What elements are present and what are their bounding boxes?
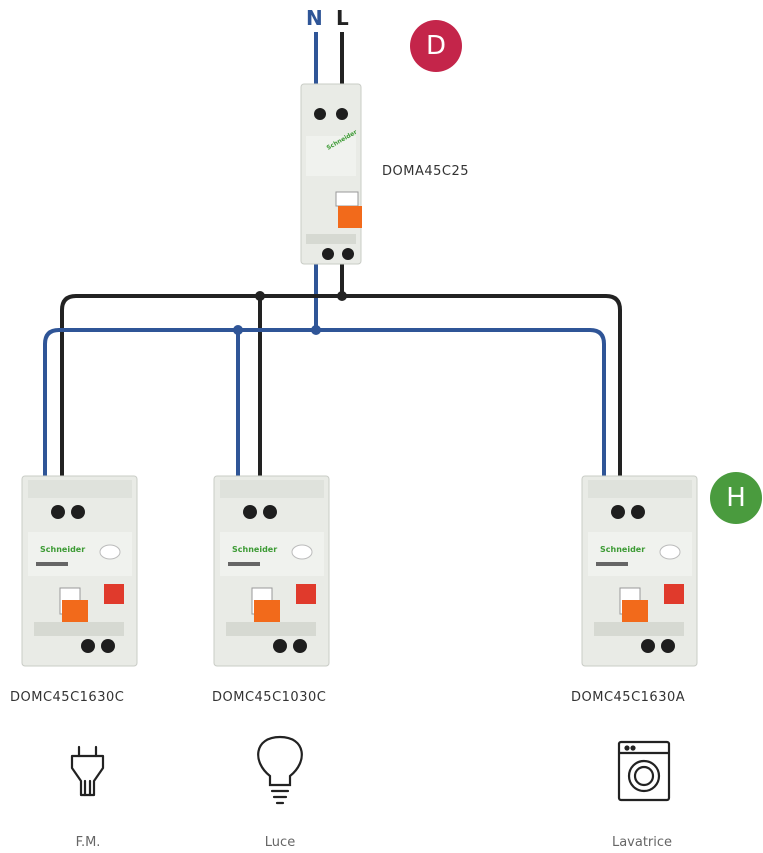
- main-breaker-model: DOMA45C25: [382, 164, 470, 179]
- power-plug-icon: [70, 745, 105, 797]
- breaker-model-2: DOMC45C1030C: [212, 690, 327, 705]
- neutral-junction: [311, 325, 321, 335]
- rcbo-device-2: [213, 475, 330, 667]
- light-bulb-icon: [257, 735, 303, 805]
- badge-h-letter: H: [726, 483, 746, 513]
- line-bus: [60, 294, 622, 490]
- badge-h: H: [710, 472, 762, 524]
- neutral-junction: [233, 325, 243, 335]
- line-label: L: [336, 6, 349, 30]
- rcbo-device-3: [581, 475, 698, 667]
- breaker-model-3: DOMC45C1630A: [571, 690, 686, 705]
- caption-fm: F.M.: [75, 835, 101, 850]
- line-junction: [337, 291, 347, 301]
- line-junction: [255, 291, 265, 301]
- neutral-bus: [43, 328, 606, 490]
- washing-machine-icon: [617, 740, 671, 802]
- breaker-model-1: DOMC45C1630C: [10, 690, 125, 705]
- rcbo-device-1: [21, 475, 138, 667]
- caption-luce: Luce: [264, 835, 296, 850]
- main-breaker-device: Schneider: [300, 83, 362, 265]
- badge-d: D: [410, 20, 462, 72]
- neutral-label: N: [306, 6, 323, 30]
- caption-lavatrice: Lavatrice: [611, 835, 673, 850]
- badge-d-letter: D: [425, 31, 447, 61]
